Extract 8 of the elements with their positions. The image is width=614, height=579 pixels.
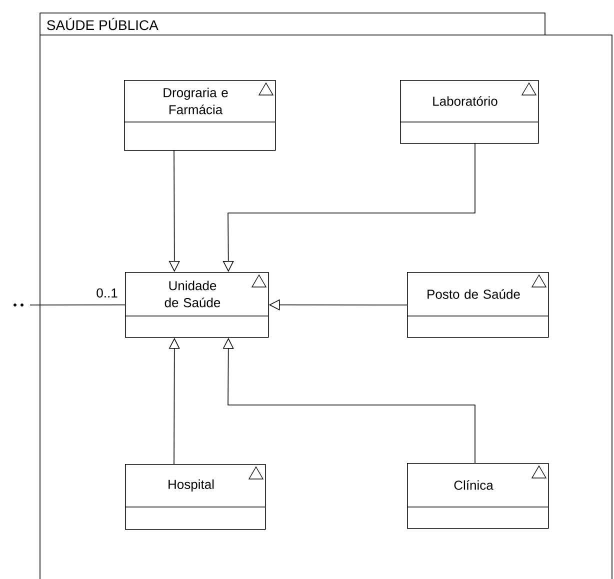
class-box: Clínica bbox=[406, 463, 549, 529]
class-box: Drograria e Farmácia bbox=[124, 80, 276, 151]
association-line bbox=[14, 304, 126, 306]
class-box: Posto de Saúde bbox=[406, 272, 549, 338]
class-box: Laboratório bbox=[400, 80, 539, 144]
class-box: Hospital bbox=[124, 464, 266, 530]
class-box: Unidade de Saúde bbox=[124, 272, 269, 338]
multiplicity-label: 0..1 bbox=[95, 287, 119, 299]
